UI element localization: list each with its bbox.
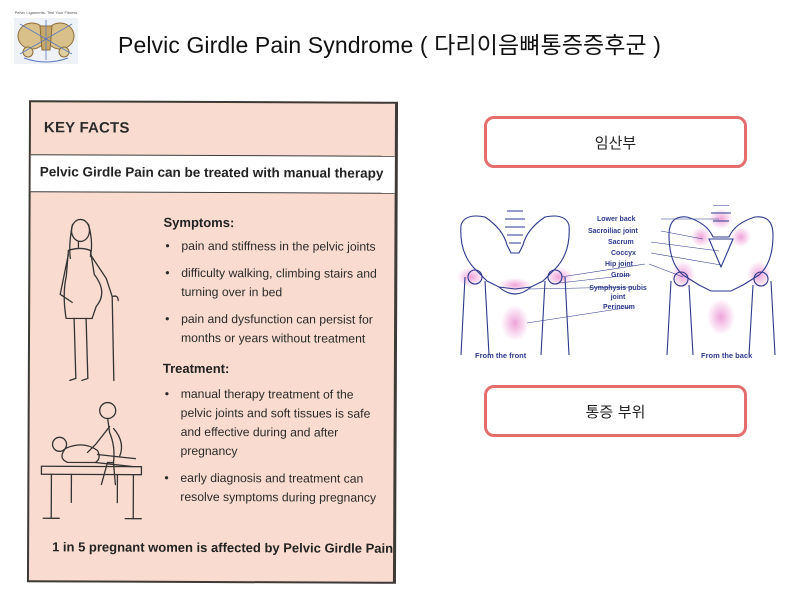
list-item: early diagnosis and treatment can resolv… xyxy=(162,469,384,508)
pregnant-woman-box: 임산부 xyxy=(484,116,747,168)
front-pelvis xyxy=(457,210,573,356)
list-item: manual therapy treatment of the pelvic j… xyxy=(162,385,384,462)
symptoms-heading: Symptoms: xyxy=(163,214,235,231)
label-sacrum: Sacrum xyxy=(608,239,634,246)
label-lower-back: Lower back xyxy=(597,216,636,223)
label-sacroiliac-joint: Sacroiliac joint xyxy=(588,228,638,235)
pelvis-logo: Pelvic Ligaments: Test Your Fitness xyxy=(10,10,82,66)
treatment-list: manual therapy treatment of the pelvic j… xyxy=(162,385,385,516)
label-hip-joint: Hip joint xyxy=(605,261,633,268)
logo-caption: Pelvic Ligaments: Test Your Fitness xyxy=(14,10,78,15)
list-item: difficulty walking, climbing stairs and … xyxy=(163,264,385,303)
back-pelvis xyxy=(666,205,776,356)
pelvis-pain-diagram: Lower back Sacroiliac joint Sacrum Coccy… xyxy=(455,205,795,365)
pelvis-logo-icon xyxy=(14,18,78,64)
manual-therapy-figure xyxy=(40,401,143,520)
symptoms-list: pain and stiffness in the pelvic joints … xyxy=(163,237,386,357)
pregnant-woman-figure xyxy=(59,218,119,382)
label-symphysis-pubis-joint: Symphysis pubis joint xyxy=(589,285,647,301)
label-groin: Groin xyxy=(611,272,630,279)
headline-band: Pelvic Girdle Pain can be treated with m… xyxy=(30,154,395,194)
page-title: Pelvic Girdle Pain Syndrome ( 다리이음뼈통증증후군… xyxy=(118,32,662,58)
label-perineum: Perineum xyxy=(603,304,635,311)
pain-area-box: 통증 부위 xyxy=(484,385,747,437)
key-facts-heading: KEY FACTS xyxy=(43,119,130,137)
key-facts-poster: KEY FACTS Pelvic Girdle Pain can be trea… xyxy=(26,100,399,584)
label-coccyx: Coccyx xyxy=(611,250,636,257)
pelvis-diagram-icon xyxy=(457,205,776,356)
prevalence-fact: 1 in 5 pregnant women is affected by Pel… xyxy=(52,539,394,556)
treatment-heading: Treatment: xyxy=(162,360,230,377)
list-item: pain and dysfunction can persist for mon… xyxy=(163,310,385,349)
poster-headline: Pelvic Girdle Pain can be treated with m… xyxy=(39,164,384,181)
list-item: pain and stiffness in the pelvic joints xyxy=(163,237,385,257)
caption-from-back: From the back xyxy=(701,351,753,360)
caption-from-front: From the front xyxy=(475,351,527,360)
